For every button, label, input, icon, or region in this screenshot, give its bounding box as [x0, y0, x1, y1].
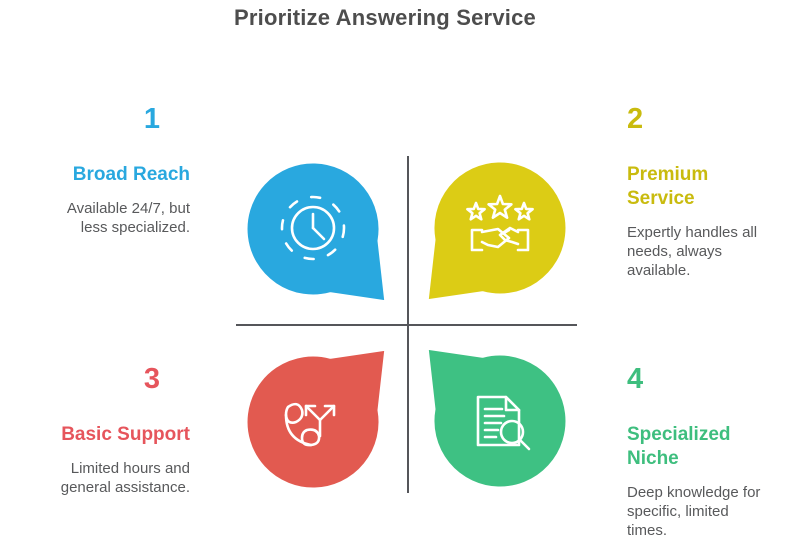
step-number: 3	[143, 363, 160, 395]
speech-bubble-shape	[242, 345, 390, 493]
step-2-text-block: 2 Premium Service Expertly handles all n…	[627, 104, 772, 280]
step-number: 4	[627, 363, 644, 395]
step-number: 2	[627, 103, 644, 135]
horizontal-divider	[236, 324, 577, 326]
clock-icon	[280, 195, 346, 261]
step-heading: Premium Service	[627, 164, 709, 209]
step-1-text-block: 1 Broad Reach Available 24/7, but less s…	[45, 104, 190, 237]
step-heading: Broad Reach	[72, 164, 190, 185]
speech-bubble-broad-reach	[238, 154, 390, 306]
step-3-text-block: 3 Basic Support Limited hours and genera…	[45, 364, 190, 497]
step-heading: Specialized Niche	[627, 424, 731, 469]
speech-bubble-shape	[423, 157, 571, 305]
step-description: Limited hours and general assistance.	[60, 460, 190, 496]
step-heading: Basic Support	[61, 424, 190, 445]
step-number: 1	[143, 103, 160, 135]
speech-bubble-shape	[423, 344, 571, 492]
phone-routing-icon	[284, 402, 336, 447]
stars-handshake-icon	[466, 194, 534, 252]
step-description: Available 24/7, but less specialized.	[66, 200, 190, 236]
step-description: Deep knowledge for specific, limited tim…	[627, 484, 761, 539]
speech-bubble-specialized-niche	[423, 344, 575, 496]
speech-bubble-premium-service	[423, 153, 575, 305]
step-4-text-block: 4 Specialized Niche Deep knowledge for s…	[627, 364, 772, 540]
speech-bubble-basic-support	[238, 345, 390, 497]
page-title: Prioritize Answering Service	[234, 5, 536, 30]
step-description: Expertly handles all needs, always avail…	[627, 224, 758, 279]
document-search-icon	[476, 395, 531, 451]
